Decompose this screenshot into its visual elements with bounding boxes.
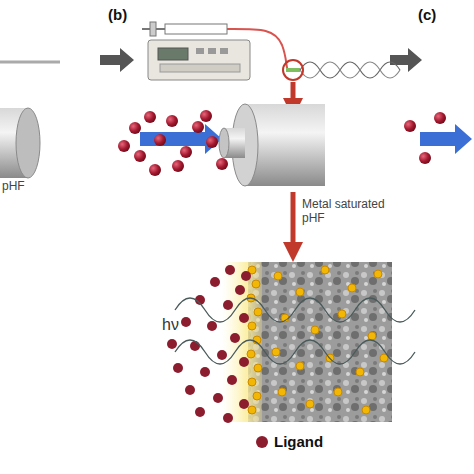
ligand-dot — [200, 367, 210, 377]
metal-site — [311, 326, 319, 334]
ligand-dot — [230, 333, 240, 343]
ligand-dot — [217, 350, 227, 360]
metal-site — [321, 266, 329, 274]
pump-panel — [160, 64, 240, 72]
pump-block — [150, 22, 156, 36]
metal-site — [248, 322, 256, 330]
pump-display — [158, 48, 188, 60]
ligand-dot — [223, 300, 233, 310]
metal-site — [356, 368, 364, 376]
ligand-dots — [167, 265, 251, 423]
light-wave — [300, 62, 400, 78]
ligand-dot — [195, 407, 205, 417]
ligand-dot — [190, 341, 200, 351]
ligand-dot — [239, 313, 249, 323]
pump-button — [196, 48, 204, 54]
metal-site — [252, 280, 260, 288]
annotation-label: Metal saturated pHF — [302, 198, 394, 226]
ligand-ball — [118, 140, 130, 152]
panel-label: (b) — [108, 6, 148, 23]
flow-arrow — [420, 124, 472, 154]
metal-site — [296, 362, 304, 370]
ligand-dot — [235, 285, 245, 295]
metal-site — [306, 400, 314, 408]
panel-label: (c) — [418, 6, 458, 23]
ligand-dot — [227, 375, 237, 385]
tubing — [227, 29, 288, 70]
light-wave — [300, 62, 400, 78]
ligand-ball — [434, 112, 446, 124]
metal-site — [248, 378, 256, 386]
metal-site — [254, 364, 262, 372]
ligand-ball — [216, 158, 228, 170]
ligand-ball — [154, 134, 166, 146]
metal-site — [368, 332, 376, 340]
metal-site — [278, 388, 286, 396]
metal-site — [296, 288, 304, 296]
ligand-dot — [239, 399, 249, 409]
metal-site — [254, 308, 262, 316]
ligand-dot — [185, 385, 195, 395]
ligand-dot — [239, 357, 249, 367]
ligand-dot — [181, 317, 191, 327]
ligand-ball — [129, 122, 141, 134]
ligand-dot — [207, 321, 217, 331]
zoom-circle — [283, 60, 303, 80]
ligand-dot — [210, 277, 220, 287]
fiber-core-face — [219, 128, 229, 158]
ligand-dot — [173, 363, 183, 373]
ligand-ball — [172, 160, 184, 172]
ligand-ball — [134, 150, 146, 162]
legend-swatch — [256, 436, 268, 448]
ligand-ball — [404, 120, 416, 132]
metal-site — [274, 272, 282, 280]
ligand-dot — [167, 339, 177, 349]
metal-site — [334, 388, 342, 396]
metal-site — [247, 350, 255, 358]
annotation-label: hν — [162, 316, 192, 334]
ligand-dot — [213, 393, 223, 403]
step-arrow — [100, 48, 134, 72]
metal-site — [348, 284, 356, 292]
ligand-ball — [144, 111, 156, 123]
legend-text: Ligand — [274, 433, 323, 450]
fiber-face — [16, 108, 40, 178]
ligand-ball — [419, 152, 431, 164]
metal-site — [272, 348, 280, 356]
light-wave — [175, 340, 415, 364]
metal-site — [253, 392, 261, 400]
ligand-ball — [206, 136, 218, 148]
ligand-ball — [166, 115, 178, 127]
zoom-arrow — [291, 192, 296, 252]
porous-surface — [248, 262, 392, 422]
fiber-tip — [286, 68, 300, 72]
pump-button — [220, 48, 228, 54]
ligand-ball — [192, 121, 204, 133]
ligand-dot — [223, 413, 233, 423]
metal-site — [248, 406, 256, 414]
metal-site — [374, 270, 382, 278]
step-arrow — [390, 48, 422, 72]
pump-button — [208, 48, 216, 54]
ligand-dot — [225, 265, 235, 275]
light-wave — [175, 298, 415, 322]
metal-site — [338, 310, 346, 318]
ligand-balls — [118, 110, 228, 176]
pump-body — [148, 40, 250, 80]
ligand-ball — [180, 146, 192, 158]
fiber-line — [0, 61, 60, 64]
syringe — [165, 24, 227, 34]
ligand-ball — [149, 164, 161, 176]
ligand-dot — [241, 271, 251, 281]
metal-site — [362, 406, 370, 414]
annotation-label: pHF — [2, 180, 42, 194]
ligand-ball — [200, 110, 212, 122]
